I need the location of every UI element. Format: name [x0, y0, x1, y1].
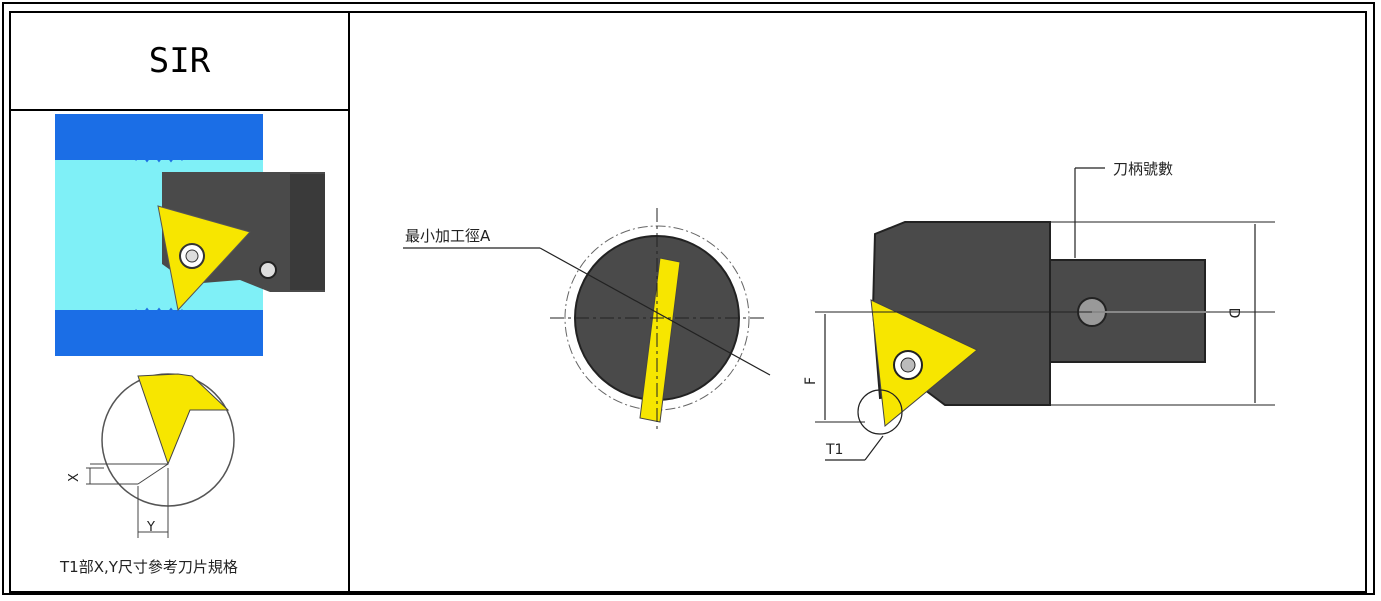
bore-threading-illustration — [55, 114, 325, 356]
row-divider — [9, 109, 349, 111]
thread-teeth-top — [133, 149, 185, 163]
coolant-hole — [259, 261, 277, 279]
product-code-title: SIR — [148, 41, 211, 81]
dimension-x-label: X — [66, 473, 82, 482]
t1-label: T1 — [826, 442, 844, 458]
d-label: D — [1225, 307, 1242, 319]
f-label: F — [803, 376, 820, 386]
end-view-insert — [639, 257, 681, 423]
tool-shank — [290, 174, 325, 290]
insert-spec-caption: T1部X,Y尺寸參考刀片規格 — [60, 558, 238, 576]
shank-number-label: 刀柄號數 — [1113, 160, 1174, 178]
workpiece-top — [55, 114, 263, 160]
column-divider — [348, 11, 350, 593]
table-frame — [9, 11, 1367, 593]
side-insert — [870, 299, 978, 427]
insert-tip-detail — [86, 373, 235, 538]
technical-drawing — [403, 167, 1275, 461]
t1-detail-circle — [857, 389, 903, 435]
thread-teeth-bottom — [133, 307, 185, 321]
dimension-y-label: Y — [147, 520, 155, 535]
workpiece-bottom — [55, 310, 263, 356]
min-bore-label: 最小加工徑A — [405, 227, 491, 245]
